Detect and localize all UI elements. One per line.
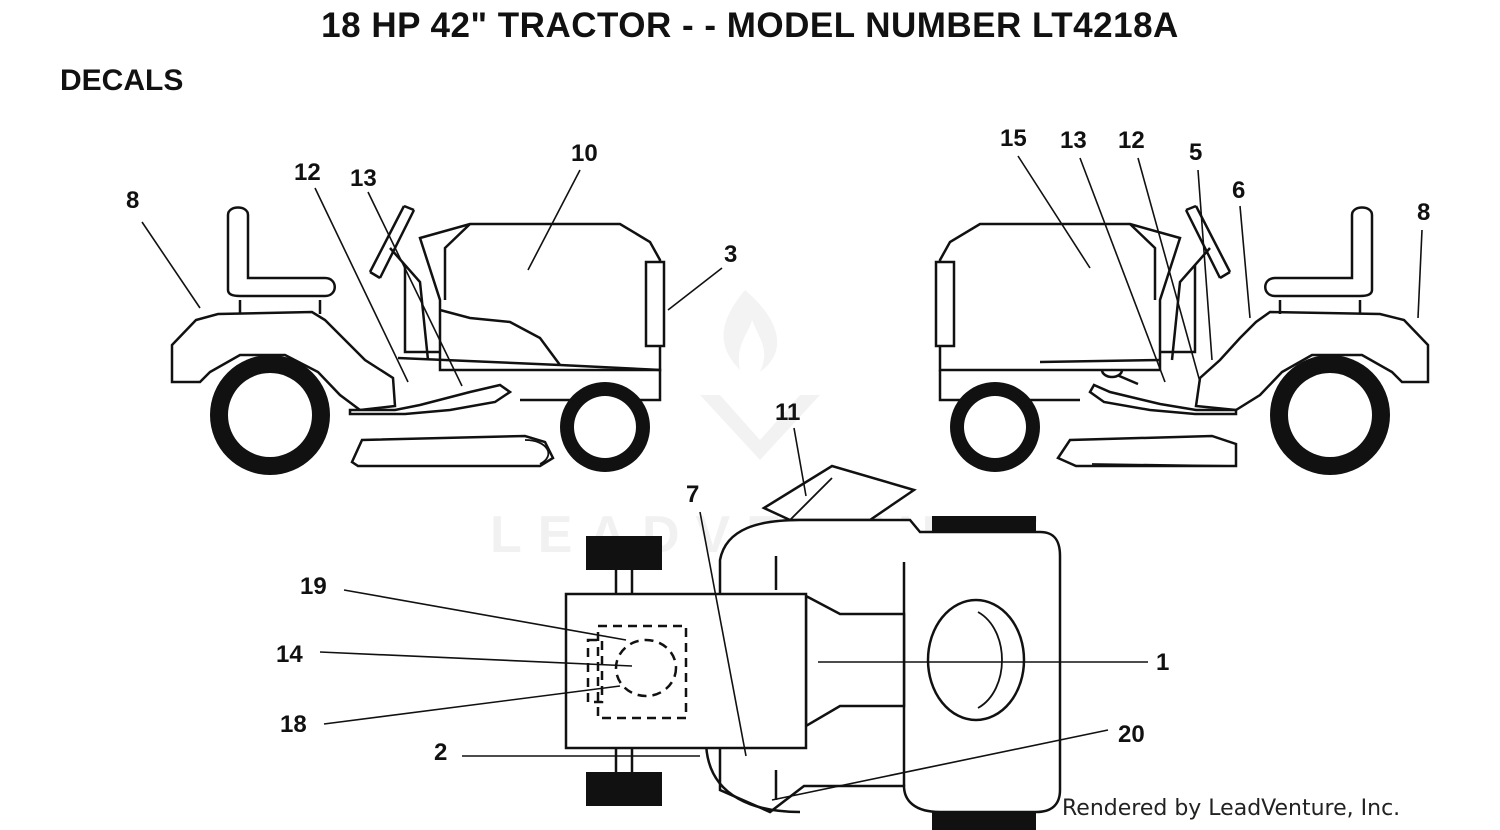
callout-label: 11 — [775, 399, 800, 426]
section-heading: DECALS — [60, 64, 184, 97]
left-side-view: 8 12 13 10 3 — [126, 140, 737, 475]
callout-label: 7 — [686, 481, 699, 508]
callout-label: 1 — [1156, 649, 1169, 676]
callout-label: 15 — [1000, 125, 1027, 152]
callout-label: 10 — [571, 140, 598, 167]
right-side-view: 15 13 12 5 6 8 — [934, 125, 1430, 475]
callout-label: 8 — [1417, 199, 1430, 226]
callout-label: 12 — [294, 159, 321, 186]
render-credit: Rendered by LeadVenture, Inc. — [1062, 796, 1401, 821]
callout-label: 3 — [724, 241, 737, 268]
callout-label: 19 — [300, 573, 327, 600]
callout-label: 20 — [1118, 721, 1145, 748]
callout-label: 18 — [280, 711, 307, 738]
callout-label: 5 — [1189, 139, 1202, 166]
callout-label: 6 — [1232, 177, 1245, 204]
diagram-title: 18 HP 42" TRACTOR - - MODEL NUMBER LT421… — [321, 6, 1179, 45]
callout-label: 8 — [126, 187, 139, 214]
top-view: 11 7 19 14 18 2 1 20 — [276, 399, 1169, 830]
callout-label: 12 — [1118, 127, 1145, 154]
callout-label: 13 — [1060, 127, 1087, 154]
callout-label: 13 — [350, 165, 377, 192]
callout-label: 14 — [276, 641, 303, 668]
callout-label: 2 — [434, 739, 447, 766]
